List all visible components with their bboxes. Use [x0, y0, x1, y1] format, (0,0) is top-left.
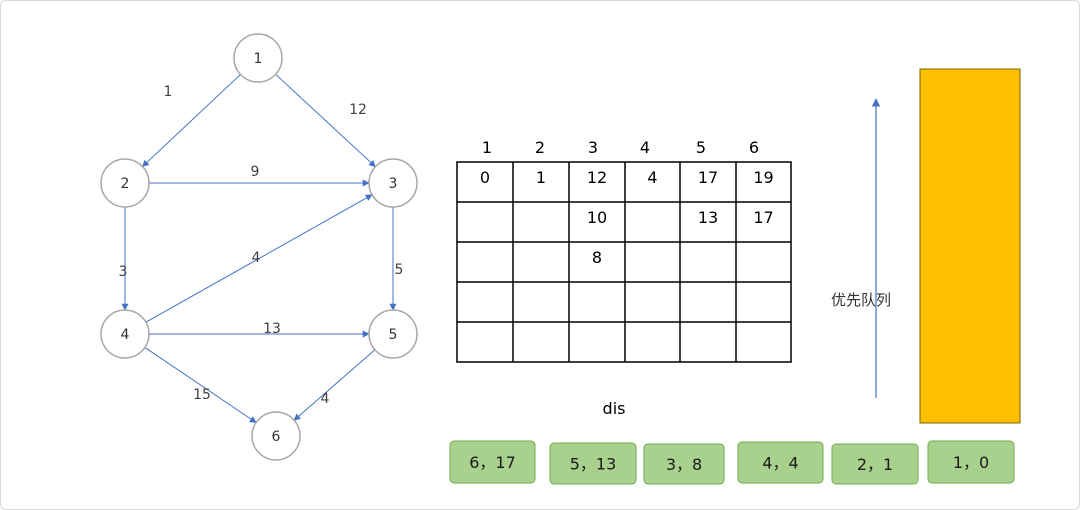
queue-item-label: 4，4	[762, 454, 798, 473]
queue-item-label: 1，0	[953, 453, 989, 472]
edge-weight-4-3: 4	[252, 250, 261, 266]
node-6	[251, 411, 301, 461]
node-1	[233, 33, 283, 83]
dis-cell: 1	[536, 168, 546, 187]
node-label-2: 2	[121, 176, 130, 192]
dis-cell: 13	[698, 208, 718, 227]
dis-cell: 8	[592, 248, 602, 267]
dis-header-6: 6	[749, 138, 759, 157]
queue-item	[549, 442, 637, 485]
dis-header-3: 3	[588, 138, 598, 157]
dis-cell: 12	[587, 168, 607, 187]
queue-item-label: 3，8	[666, 455, 702, 474]
edge-1-3	[275, 73, 376, 168]
edge-weight-1-2: 1	[164, 84, 173, 100]
dis-cell: 0	[480, 168, 490, 187]
node-label-1: 1	[254, 51, 263, 67]
queue-item-label: 5，13	[570, 455, 617, 474]
edge-weight-2-3: 9	[251, 164, 260, 180]
edge-weight-5-6: 4	[321, 391, 330, 407]
edge-4-3	[145, 194, 373, 323]
dis-cell: 19	[753, 168, 773, 187]
edge-weight-1-3: 12	[349, 102, 367, 118]
node-3	[368, 158, 418, 208]
edge-weight-4-6: 15	[193, 387, 211, 403]
edge-weight-3-5: 5	[395, 262, 404, 278]
node-label-3: 3	[389, 176, 398, 192]
queue-item	[927, 440, 1015, 484]
dis-cell: 17	[698, 168, 718, 187]
dis-cell: 17	[753, 208, 773, 227]
dis-header-5: 5	[696, 138, 706, 157]
node-label-6: 6	[272, 429, 281, 445]
dis-cell: 10	[587, 208, 607, 227]
dis-caption: dis	[603, 399, 626, 418]
priority-queue-bar	[919, 68, 1021, 424]
queue-item	[737, 441, 824, 484]
node-2	[100, 158, 150, 208]
queue-item	[449, 440, 536, 484]
node-5	[368, 309, 418, 359]
edge-1-2	[141, 74, 241, 168]
edge-4-6	[144, 347, 257, 423]
edge-weight-2-4: 3	[119, 264, 128, 280]
dis-header-1: 1	[482, 138, 492, 157]
node-label-4: 4	[121, 327, 130, 343]
priority-queue: 优先队列	[831, 68, 1021, 424]
queue-item	[831, 443, 919, 485]
edge-5-6	[293, 349, 376, 421]
node-4	[100, 309, 150, 359]
node-label-5: 5	[389, 327, 398, 343]
queue-item-label: 2，1	[857, 455, 893, 474]
queue-items: 6，17 5，13 3，8 4，4 2，1 1，0	[449, 440, 1015, 485]
dis-header-4: 4	[640, 138, 650, 157]
queue-item	[643, 443, 725, 485]
edge-weight-4-5: 13	[263, 321, 281, 337]
dis-table-border	[456, 161, 792, 363]
priority-queue-label: 优先队列	[831, 291, 891, 309]
queue-item-label: 6，17	[469, 453, 516, 472]
dis-cell: 4	[647, 168, 657, 187]
dis-header-2: 2	[535, 138, 545, 157]
graph-edges: 1 12 9 3 4 5 13 15 4	[119, 73, 404, 423]
